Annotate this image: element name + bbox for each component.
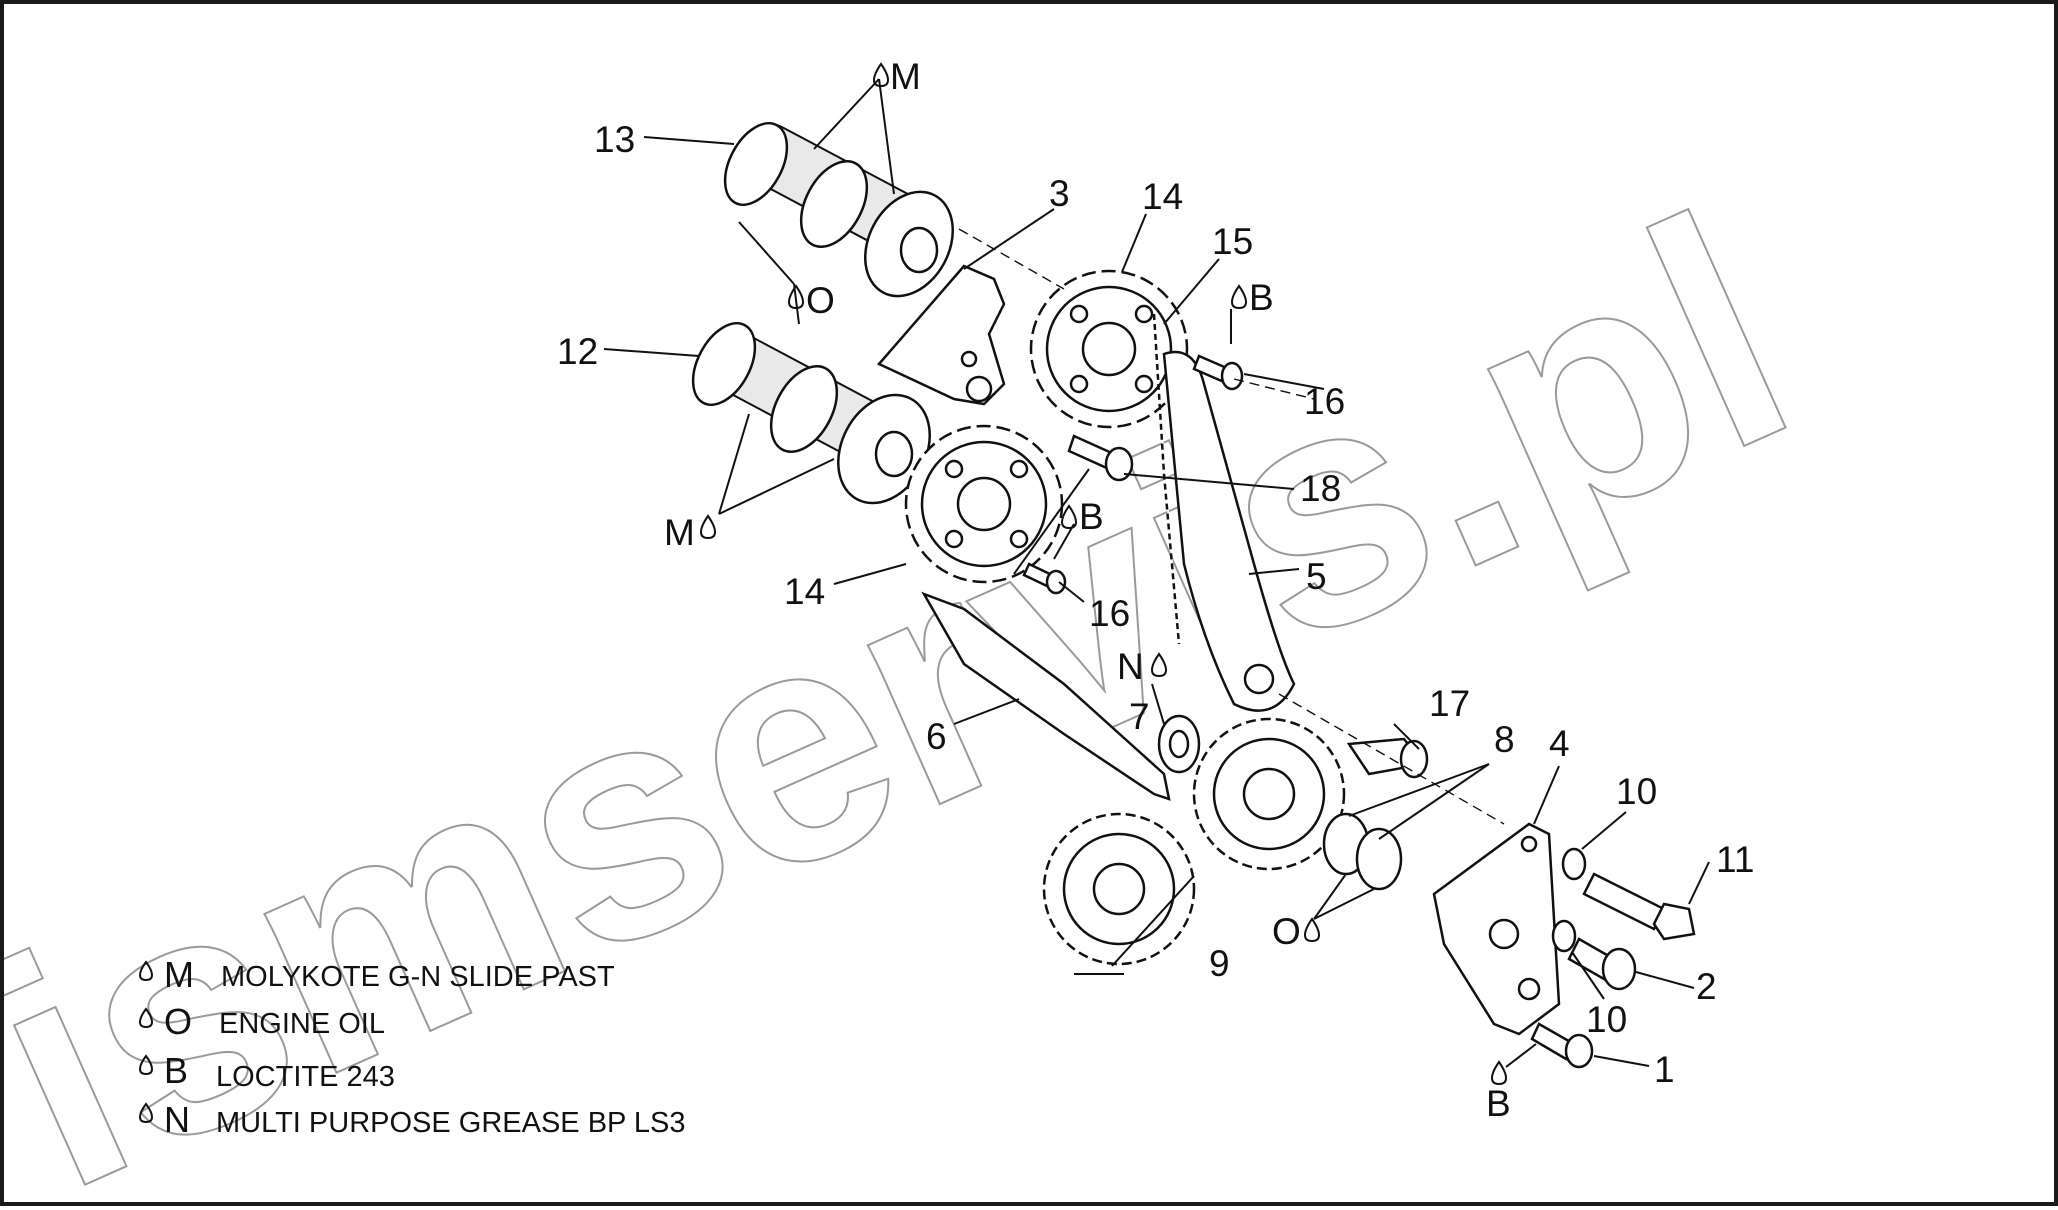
washer-10-lower-drawing <box>1551 919 1577 953</box>
leader-lines <box>603 78 1710 1068</box>
svg-text:M: M <box>890 56 921 97</box>
tensioner-slider-5-drawing <box>1162 350 1296 712</box>
callout-16-upper: 16 <box>1304 381 1345 422</box>
svg-text:O: O <box>806 280 835 321</box>
callout-10-lower: 10 <box>1586 999 1627 1040</box>
svg-text:N: N <box>164 1099 190 1140</box>
callout-10-upper: 10 <box>1616 771 1657 812</box>
gears-9-drawing <box>1042 717 1346 966</box>
bracket-3-drawing <box>876 264 1006 406</box>
lube-marker-b-mid: B <box>1060 496 1104 537</box>
callout-6: 6 <box>926 716 947 757</box>
needle-bearings-8-drawing <box>1322 812 1403 891</box>
callout-11: 11 <box>1716 839 1754 880</box>
sprocket-14-upper-drawing <box>1029 269 1189 429</box>
callout-1: 1 <box>1654 1049 1675 1090</box>
chain-guide-6-drawing <box>921 591 1171 801</box>
svg-text:O: O <box>1272 911 1301 952</box>
svg-text:B: B <box>1249 277 1274 318</box>
svg-text:MULTI PURPOSE GREASE BP LS3: MULTI PURPOSE GREASE BP LS3 <box>216 1107 686 1139</box>
washer-10-upper-drawing <box>1561 847 1587 881</box>
chain-15-drawing <box>1152 313 1181 645</box>
svg-text:M: M <box>164 954 194 995</box>
exploded-parts-diagram: ismservis.pl <box>4 56 1837 1210</box>
callout-2: 2 <box>1696 966 1717 1007</box>
svg-text:B: B <box>1486 1083 1511 1124</box>
svg-text:LOCTITE 243: LOCTITE 243 <box>216 1061 395 1093</box>
legend-item-n: N MULTI PURPOSE GREASE BP LS3 <box>138 1099 686 1140</box>
callout-13: 13 <box>594 119 635 160</box>
callout-9: 9 <box>1209 943 1230 984</box>
lube-marker-m-mid: M <box>664 512 717 553</box>
legend-item-b: B LOCTITE 243 <box>138 1050 395 1093</box>
legend: M MOLYKOTE G-N SLIDE PAST O ENGINE OIL B… <box>138 954 686 1140</box>
callout-12: 12 <box>557 331 598 372</box>
callout-5: 5 <box>1306 556 1327 597</box>
lube-marker-m-top: M <box>872 56 921 97</box>
callout-14-upper: 14 <box>1142 176 1183 217</box>
bolt-1-drawing <box>1530 1022 1594 1069</box>
svg-text:O: O <box>164 1001 192 1042</box>
legend-item-m: M MOLYKOTE G-N SLIDE PAST <box>138 954 615 995</box>
svg-text:MOLYKOTE G-N SLIDE PAST: MOLYKOTE G-N SLIDE PAST <box>221 961 615 993</box>
callout-17: 17 <box>1429 683 1470 724</box>
lube-marker-n-mid: N <box>1117 646 1168 687</box>
callout-15: 15 <box>1212 221 1253 262</box>
callout-8: 8 <box>1494 719 1515 760</box>
lube-marker-o-top: O <box>787 280 835 321</box>
callout-18: 18 <box>1300 468 1341 509</box>
svg-text:B: B <box>1079 496 1104 537</box>
lube-marker-b-bot: B <box>1486 1060 1511 1124</box>
svg-text:ENGINE OIL: ENGINE OIL <box>219 1008 385 1040</box>
svg-text:B: B <box>164 1050 188 1091</box>
callout-16-lower: 16 <box>1089 593 1130 634</box>
callout-4: 4 <box>1549 723 1570 764</box>
bolt-11-drawing <box>1582 872 1696 941</box>
svg-text:N: N <box>1117 646 1144 687</box>
legend-item-o: O ENGINE OIL <box>138 1001 385 1042</box>
lube-marker-b-top: B <box>1230 277 1274 318</box>
camshaft-12-drawing <box>691 322 931 505</box>
sprocket-14-lower-drawing <box>904 424 1064 584</box>
camshaft-13-drawing <box>723 122 955 298</box>
bolt-2-drawing <box>1567 937 1637 991</box>
lube-marker-o-bot: O <box>1272 911 1321 952</box>
svg-text:M: M <box>664 512 695 553</box>
callout-7: 7 <box>1129 696 1150 737</box>
callout-14-lower: 14 <box>784 571 825 612</box>
callout-3: 3 <box>1049 173 1070 214</box>
